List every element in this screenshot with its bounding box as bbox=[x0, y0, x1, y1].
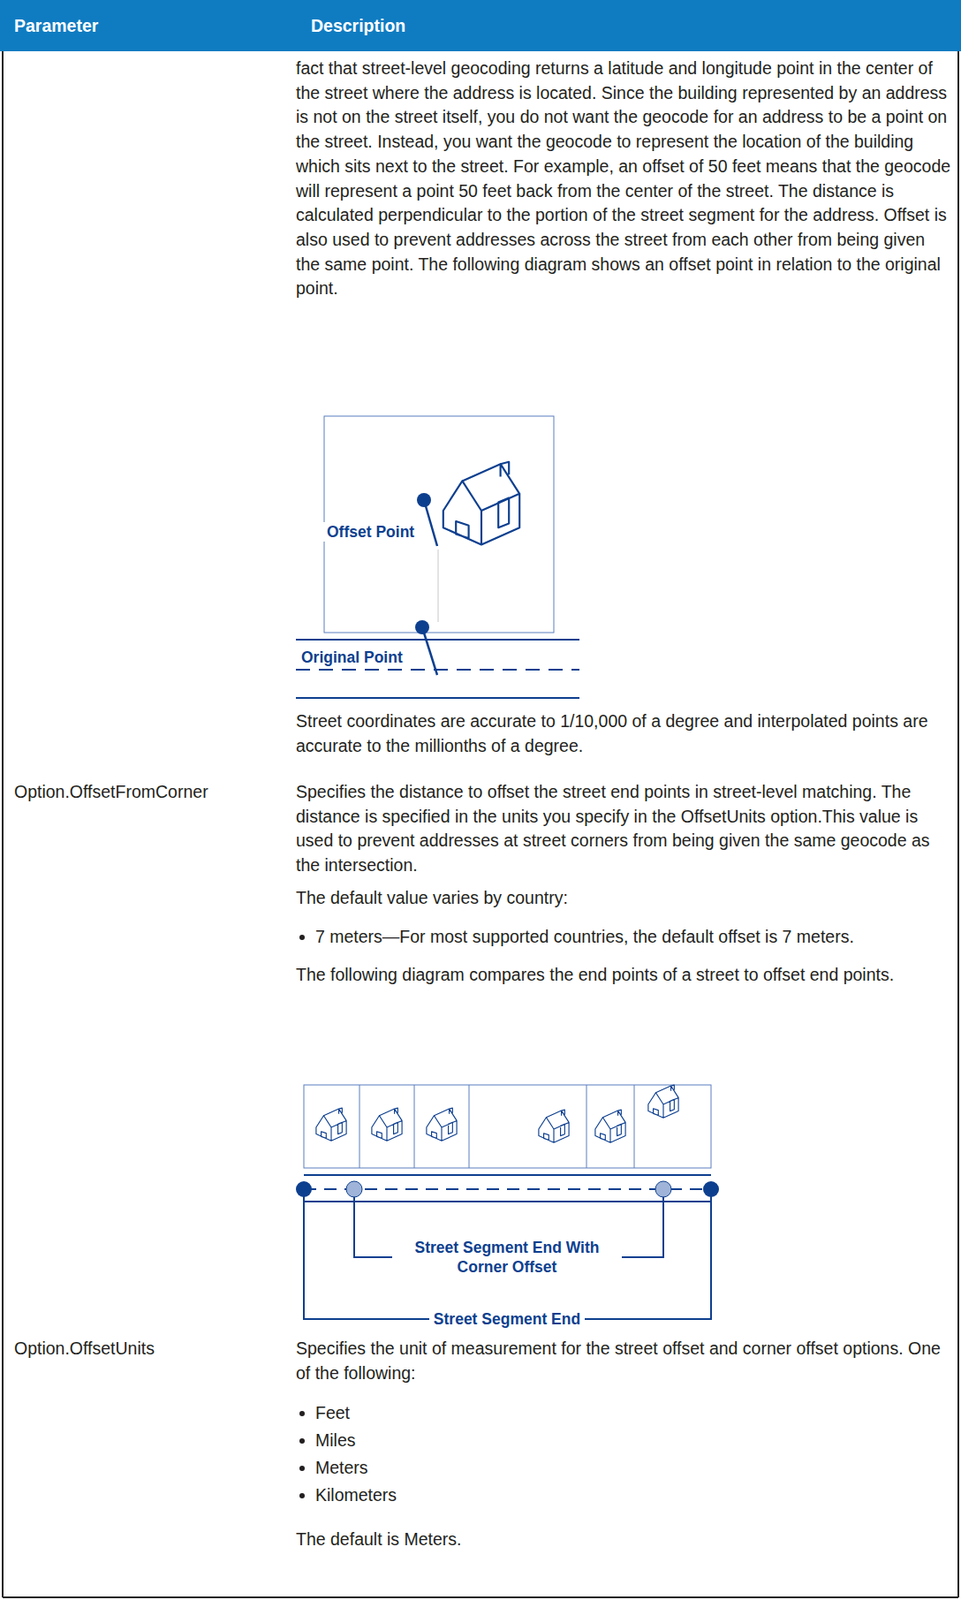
description-text: The following diagram compares the end p… bbox=[295, 962, 952, 988]
column-heading: Description bbox=[310, 15, 406, 37]
figure-label: Street Segment End bbox=[429, 1309, 585, 1329]
bullet-item: Feet bbox=[315, 1400, 952, 1426]
bullet-item: Meters bbox=[315, 1455, 952, 1481]
bullet-dot bbox=[299, 1492, 305, 1499]
description-text: fact that street-level geocoding returns… bbox=[295, 56, 952, 302]
table-header: Parameter Description bbox=[0, 0, 961, 52]
figure-label: Offset Point bbox=[322, 522, 419, 542]
house-icon bbox=[538, 1109, 569, 1143]
figure-label: Original Point bbox=[296, 647, 408, 667]
bullet-item: Miles bbox=[315, 1428, 952, 1453]
corner-offset-diagram bbox=[295, 1084, 719, 1319]
house-icon bbox=[316, 1107, 347, 1141]
parameter-name: Option.OffsetFromCorner bbox=[14, 779, 280, 805]
house-icon bbox=[595, 1109, 626, 1143]
offset-diagram bbox=[295, 416, 580, 698]
column-heading: Parameter bbox=[14, 15, 99, 37]
description-text: Specifies the unit of measurement for th… bbox=[295, 1336, 952, 1385]
figure-label: Street Segment End With Corner Offset bbox=[392, 1237, 622, 1277]
house-icon bbox=[443, 461, 520, 545]
description-text: Specifies the distance to offset the str… bbox=[295, 779, 952, 878]
description-text: Street coordinates are accurate to 1/10,… bbox=[295, 709, 952, 758]
description-text: The default is Meters. bbox=[295, 1527, 952, 1552]
house-icon bbox=[426, 1107, 457, 1141]
parameter-name: Option.OffsetUnits bbox=[14, 1336, 280, 1362]
house-icon bbox=[648, 1084, 679, 1118]
bullet-dot bbox=[299, 934, 305, 940]
bullet-item: Kilometers bbox=[315, 1483, 952, 1508]
bullet-dot bbox=[299, 1410, 305, 1416]
description-text: The default value varies by country: bbox=[295, 885, 952, 911]
bullet-item: 7 meters—For most supported countries, t… bbox=[315, 924, 952, 950]
bullet-dot bbox=[299, 1465, 305, 1471]
bullet-dot bbox=[299, 1437, 305, 1444]
house-icon bbox=[371, 1107, 402, 1141]
